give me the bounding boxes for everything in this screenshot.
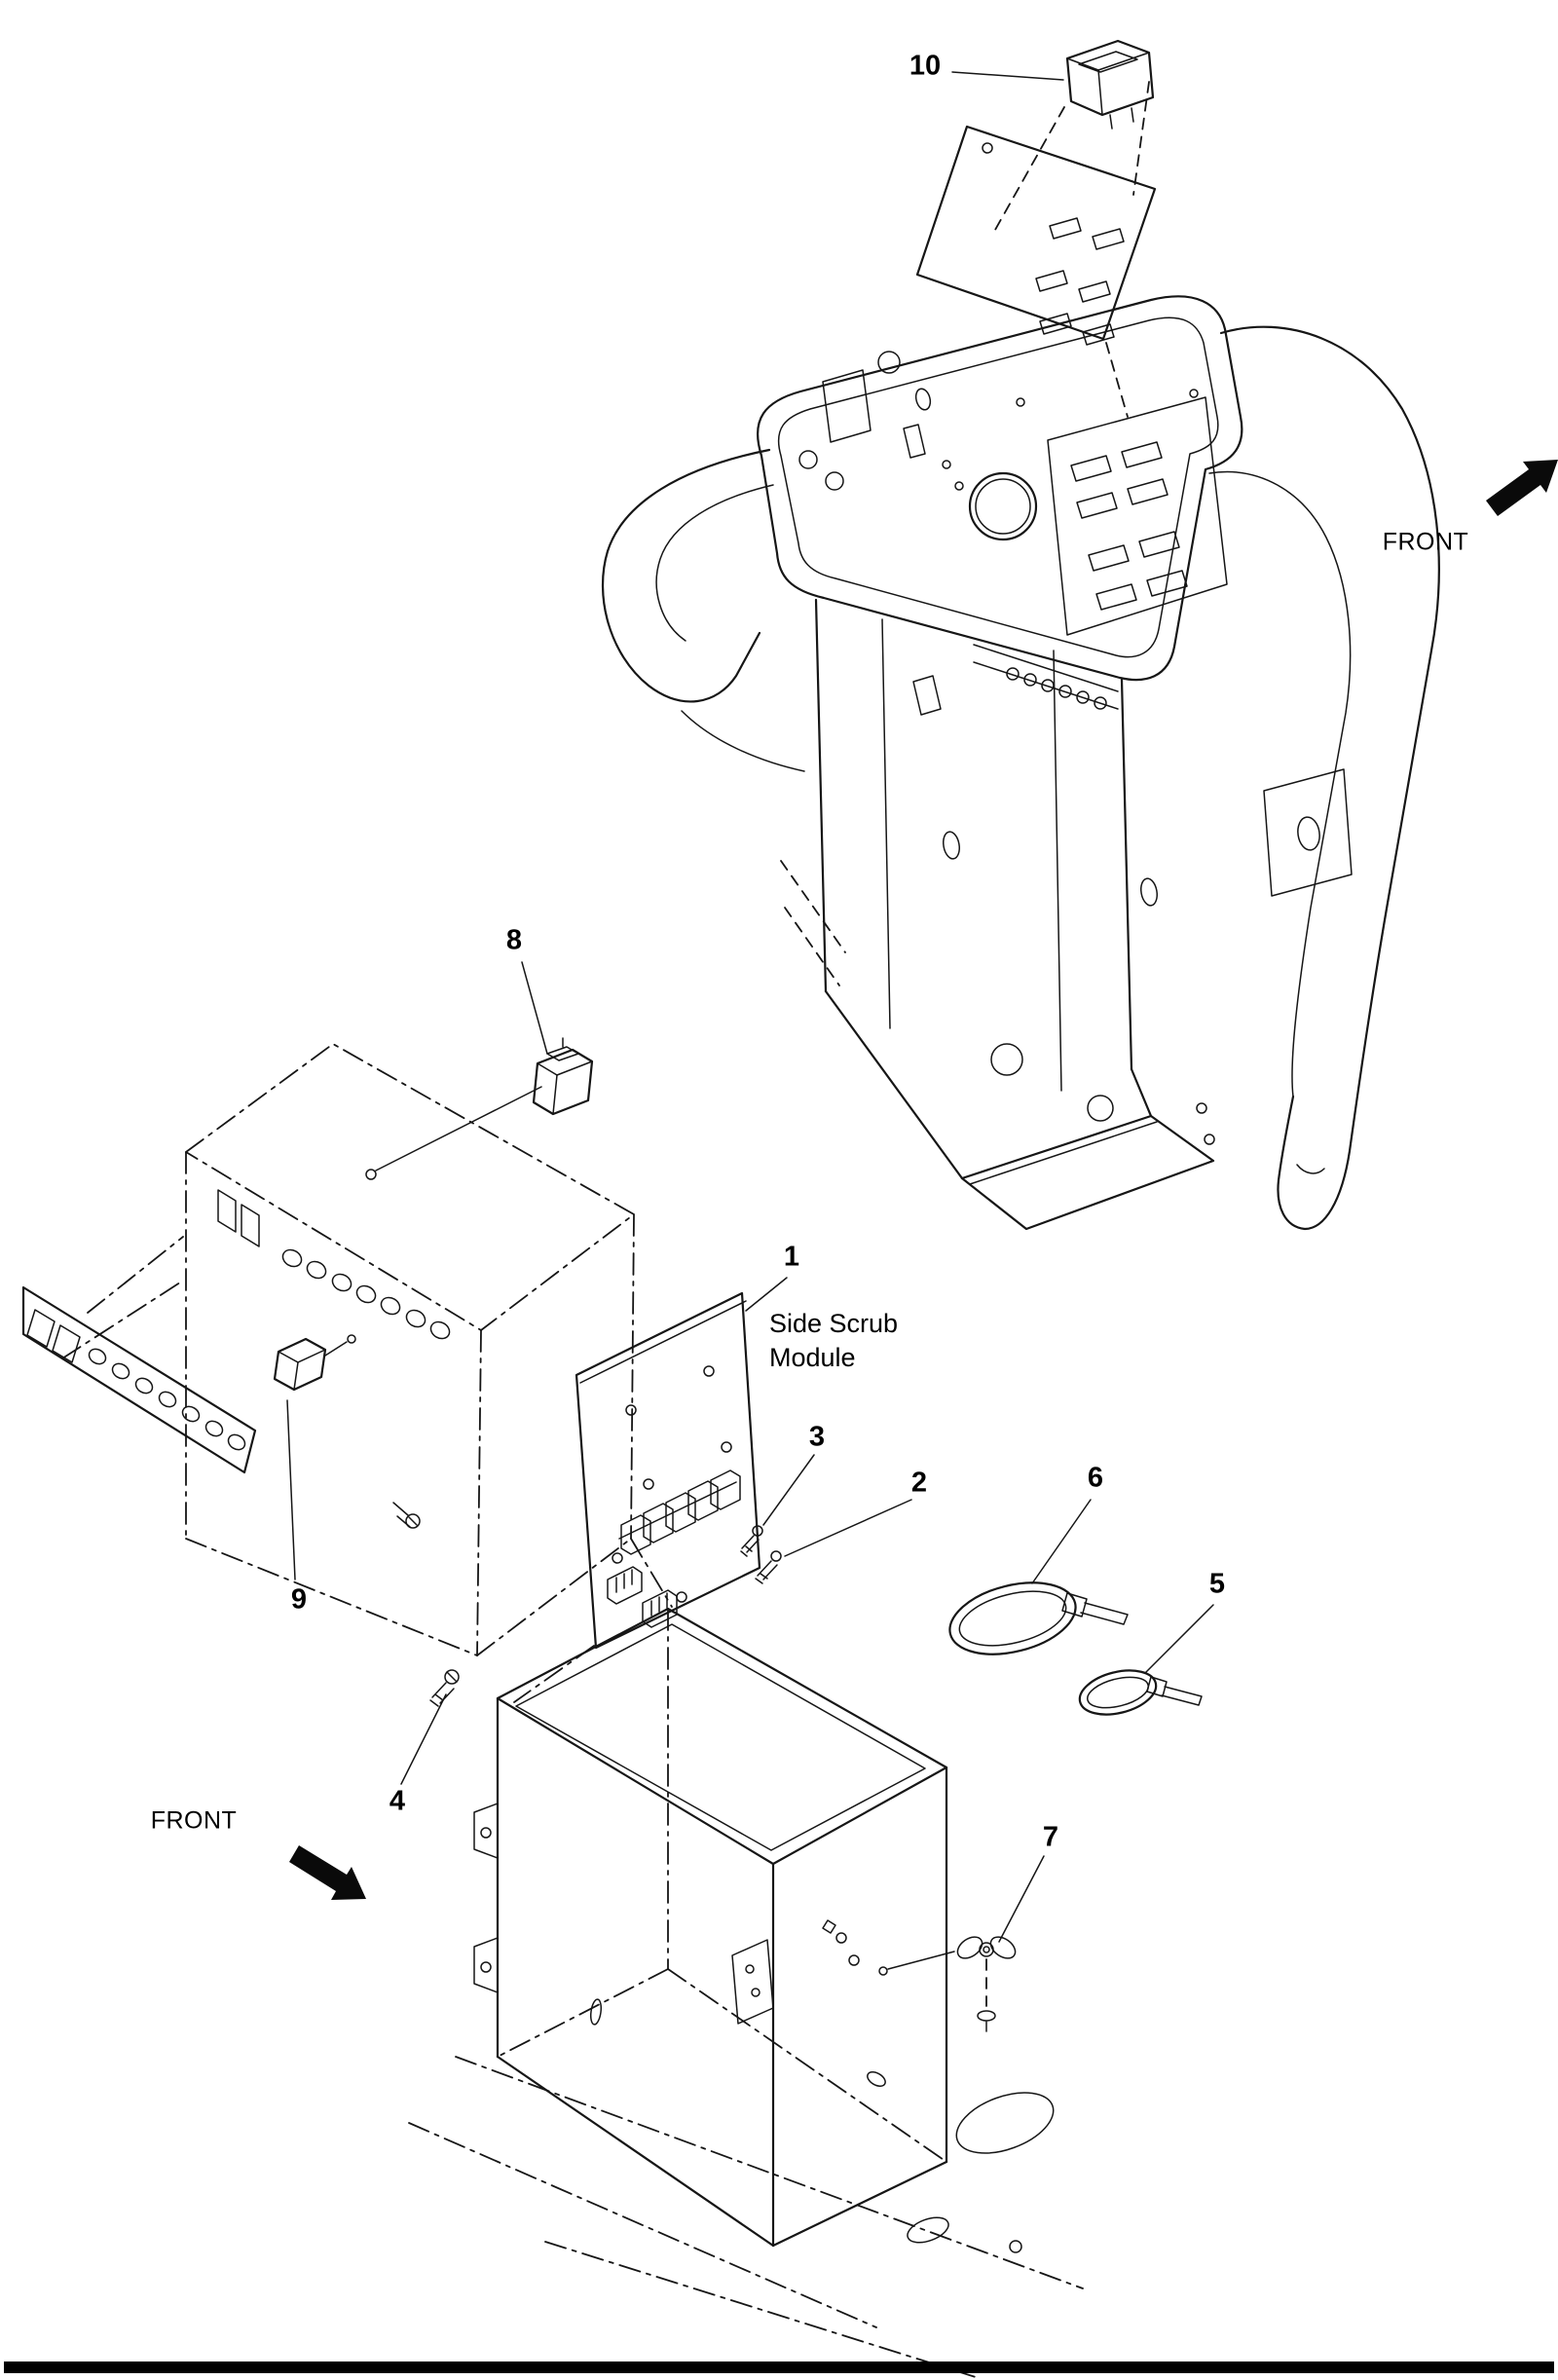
callout-5: 5 bbox=[1208, 1568, 1226, 1600]
switch-9 bbox=[273, 1334, 356, 1392]
front-label-lower: FRONT bbox=[150, 1806, 238, 1835]
leader-line-2 bbox=[784, 1499, 912, 1557]
cable-tie-6 bbox=[948, 1581, 1129, 1655]
circuit-breaker-8 bbox=[365, 1037, 594, 1180]
callout-10: 10 bbox=[909, 50, 942, 82]
screw-4 bbox=[429, 1669, 460, 1707]
callout-leader-lines bbox=[286, 71, 1214, 1943]
switch-panel-overlay bbox=[915, 81, 1157, 418]
module-mounting-box bbox=[473, 1607, 948, 2248]
side-scrub-module-label: Side Scrub Module bbox=[769, 1307, 898, 1375]
side-scrub-module-label-line2: Module bbox=[769, 1343, 856, 1372]
callout-2: 2 bbox=[910, 1467, 928, 1499]
callout-7: 7 bbox=[1042, 1821, 1059, 1853]
cable-tie-5 bbox=[1078, 1669, 1203, 1716]
callout-3: 3 bbox=[808, 1421, 826, 1453]
callout-8: 8 bbox=[505, 924, 523, 956]
leader-line-3 bbox=[762, 1454, 815, 1526]
leader-line-8 bbox=[521, 961, 548, 1055]
ground-reference-lines bbox=[408, 2056, 1084, 2379]
wing-fastener-7 bbox=[878, 1936, 1017, 2032]
callout-1: 1 bbox=[783, 1241, 800, 1273]
front-arrow-lower bbox=[289, 1845, 366, 1900]
leader-line-1 bbox=[745, 1277, 788, 1312]
screw-3 bbox=[740, 1525, 763, 1557]
front-label-upper: FRONT bbox=[1382, 528, 1469, 556]
leader-line-7 bbox=[998, 1855, 1045, 1943]
callout-9: 9 bbox=[290, 1583, 308, 1616]
leader-line-10 bbox=[951, 71, 1064, 81]
leader-line-6 bbox=[1031, 1499, 1092, 1584]
leader-line-9 bbox=[286, 1399, 296, 1580]
side-scrub-module-label-line1: Side Scrub bbox=[769, 1309, 899, 1338]
electrical-enclosure bbox=[185, 1043, 673, 1656]
page-footer-bar bbox=[4, 2361, 1554, 2373]
console-assembly-drawing bbox=[601, 295, 1440, 1231]
leader-line-5 bbox=[1144, 1604, 1214, 1674]
mounting-strip bbox=[21, 1236, 257, 1474]
screw-2 bbox=[755, 1550, 782, 1584]
callout-4: 4 bbox=[389, 1785, 406, 1817]
callout-6: 6 bbox=[1087, 1462, 1104, 1494]
front-arrow-upper bbox=[1486, 460, 1558, 516]
leader-line-4 bbox=[400, 1693, 447, 1785]
rocker-switch-10 bbox=[1065, 39, 1155, 130]
